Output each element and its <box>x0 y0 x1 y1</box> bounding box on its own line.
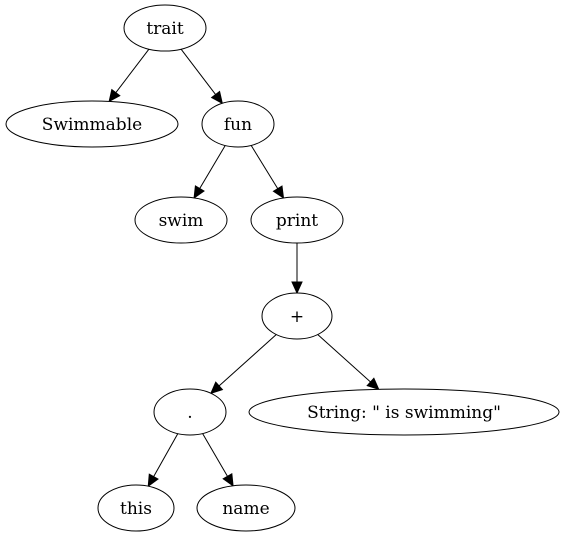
edge-plus-to-string <box>317 334 380 391</box>
arrowhead-icon <box>210 90 224 105</box>
edge-fun-to-print <box>250 145 285 200</box>
node-label: this <box>120 499 152 519</box>
edge-line <box>317 334 371 383</box>
node-ellipse <box>5 100 179 148</box>
node-this: this <box>97 484 175 532</box>
node-ellipse <box>261 292 333 340</box>
edges-layer <box>108 48 380 488</box>
arrowhead-icon <box>209 381 224 395</box>
edge-print-to-plus <box>291 243 303 295</box>
edge-trait-to-swimmable <box>108 48 150 103</box>
node-label: Swimmable <box>42 115 142 135</box>
node-ellipse <box>123 4 207 52</box>
node-ellipse <box>201 100 275 148</box>
node-name: name <box>196 484 296 532</box>
edge-line <box>180 48 217 95</box>
arrowhead-icon <box>222 472 234 487</box>
node-swimmable: Swimmable <box>5 100 179 148</box>
node-label: print <box>276 211 318 231</box>
node-ellipse <box>134 196 228 244</box>
node-label: fun <box>224 115 252 135</box>
edge-line <box>115 48 150 94</box>
node-ellipse <box>250 196 344 244</box>
edge-fun-to-swim <box>193 145 226 199</box>
edge-line <box>218 334 277 387</box>
edge-line <box>202 433 228 477</box>
node-label: String: " is swimming" <box>307 403 501 423</box>
node-ellipse <box>248 388 560 436</box>
edge-trait-to-fun <box>180 48 224 105</box>
edge-line <box>153 433 179 477</box>
node-label: swim <box>159 211 204 231</box>
node-trait: trait <box>123 4 207 52</box>
node-label: trait <box>146 19 184 39</box>
edge-line <box>250 145 279 189</box>
node-label: + <box>290 307 304 327</box>
arrowhead-icon <box>366 377 380 391</box>
node-ellipse <box>153 388 227 436</box>
node-fun: fun <box>201 100 275 148</box>
node-dot: . <box>153 388 227 436</box>
node-plus: + <box>261 292 333 340</box>
arrowhead-icon <box>291 281 303 295</box>
node-ellipse <box>196 484 296 532</box>
node-ellipse <box>97 484 175 532</box>
node-print: print <box>250 196 344 244</box>
arrowhead-icon <box>108 88 121 103</box>
node-label: name <box>222 499 269 519</box>
arrowhead-icon <box>147 473 159 488</box>
edge-dot-to-this <box>147 433 179 488</box>
node-label: . <box>187 403 192 423</box>
arrowhead-icon <box>193 185 205 199</box>
edge-line <box>199 145 226 189</box>
edge-dot-to-name <box>202 433 234 487</box>
node-swim: swim <box>134 196 228 244</box>
node-string: String: " is swimming" <box>248 388 560 436</box>
arrowhead-icon <box>272 185 285 200</box>
edge-plus-to-dot <box>209 334 277 395</box>
